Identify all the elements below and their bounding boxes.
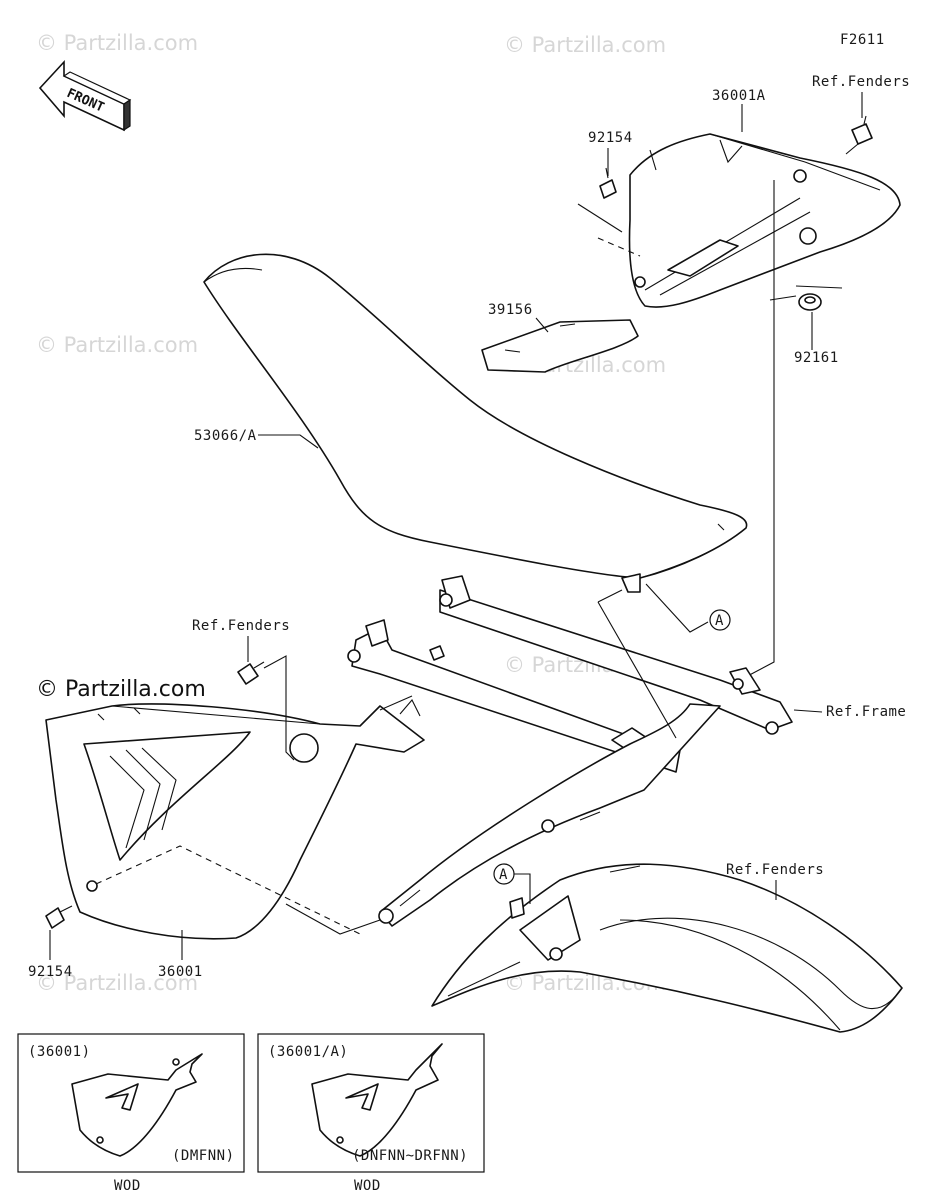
- assembly-line: [597, 237, 641, 257]
- bolt-ref-fenders-left-icon: [237, 661, 265, 685]
- watermark: © Partzilla.com: [36, 971, 198, 995]
- bolt-92154-bottom-icon: [45, 905, 73, 929]
- label-ref-fenders-rear: Ref.Fenders: [726, 862, 824, 878]
- bolt-92154-top-icon: [599, 167, 617, 199]
- label-36001a: 36001A: [712, 88, 766, 104]
- assembly-line: [95, 845, 361, 935]
- collar-92161-icon: [798, 293, 822, 311]
- assembly-line: [739, 180, 775, 681]
- inset-title: (36001/A): [268, 1044, 348, 1060]
- watermark: © Partzilla.com: [36, 31, 198, 55]
- side-cover-36001: [45, 703, 425, 940]
- assembly-line: [263, 655, 295, 761]
- bolt-ref-fenders-top-icon: [845, 115, 873, 155]
- watermark: © Partzilla.com: [36, 333, 198, 357]
- leader-line: [258, 434, 319, 449]
- diagram-code: F2611: [840, 32, 885, 48]
- assembly-line: [645, 583, 709, 633]
- seat-part: [203, 253, 748, 593]
- front-arrow-icon: FRONT: [38, 59, 132, 132]
- rear-fender-part: [431, 863, 903, 1033]
- label-92154-top: 92154: [588, 130, 633, 146]
- assembly-line: [597, 601, 677, 739]
- label-ref-fenders-top: Ref.Fenders: [812, 74, 910, 90]
- label-ref-frame: Ref.Frame: [826, 704, 906, 720]
- label-36001: 36001: [158, 964, 203, 980]
- inset-variant: (DNFNN~DRFNN): [352, 1148, 468, 1164]
- inset-title: (36001): [28, 1044, 91, 1060]
- inset-caption: WOD: [114, 1178, 141, 1194]
- inset-36001a: (36001/A) (DNFNN~DRFNN) WOD: [257, 1033, 485, 1194]
- callout-a-text: A: [499, 867, 508, 883]
- label-53066a: 53066/A: [194, 428, 257, 444]
- assembly-line: [379, 695, 413, 711]
- decal-39156: [481, 319, 639, 373]
- watermark: © Partzilla.com: [504, 33, 666, 57]
- side-cover-36001a: [628, 133, 901, 308]
- leader-line: [514, 873, 531, 904]
- label-92161: 92161: [794, 350, 839, 366]
- callout-a-bottom: A: [493, 863, 515, 885]
- label-39156: 39156: [488, 302, 533, 318]
- inset-variant: (DMFNN): [172, 1148, 235, 1164]
- rear-frame-part: [347, 575, 793, 927]
- watermark-dark: © Partzilla.com: [36, 677, 206, 702]
- callout-a-text: A: [715, 613, 724, 629]
- assembly-line: [399, 699, 421, 717]
- assembly-line: [795, 285, 843, 289]
- assembly-line: [597, 589, 623, 603]
- inset-caption: WOD: [354, 1178, 381, 1194]
- inset-36001: (36001) (DMFNN) WOD: [17, 1033, 245, 1194]
- assembly-line: [285, 903, 381, 935]
- label-ref-fenders-left: Ref.Fenders: [192, 618, 290, 634]
- label-92154-bottom: 92154: [28, 964, 73, 980]
- assembly-line: [577, 203, 623, 233]
- callout-a-top: A: [709, 609, 731, 631]
- leader-line: [793, 709, 823, 713]
- leader-line: [535, 317, 549, 333]
